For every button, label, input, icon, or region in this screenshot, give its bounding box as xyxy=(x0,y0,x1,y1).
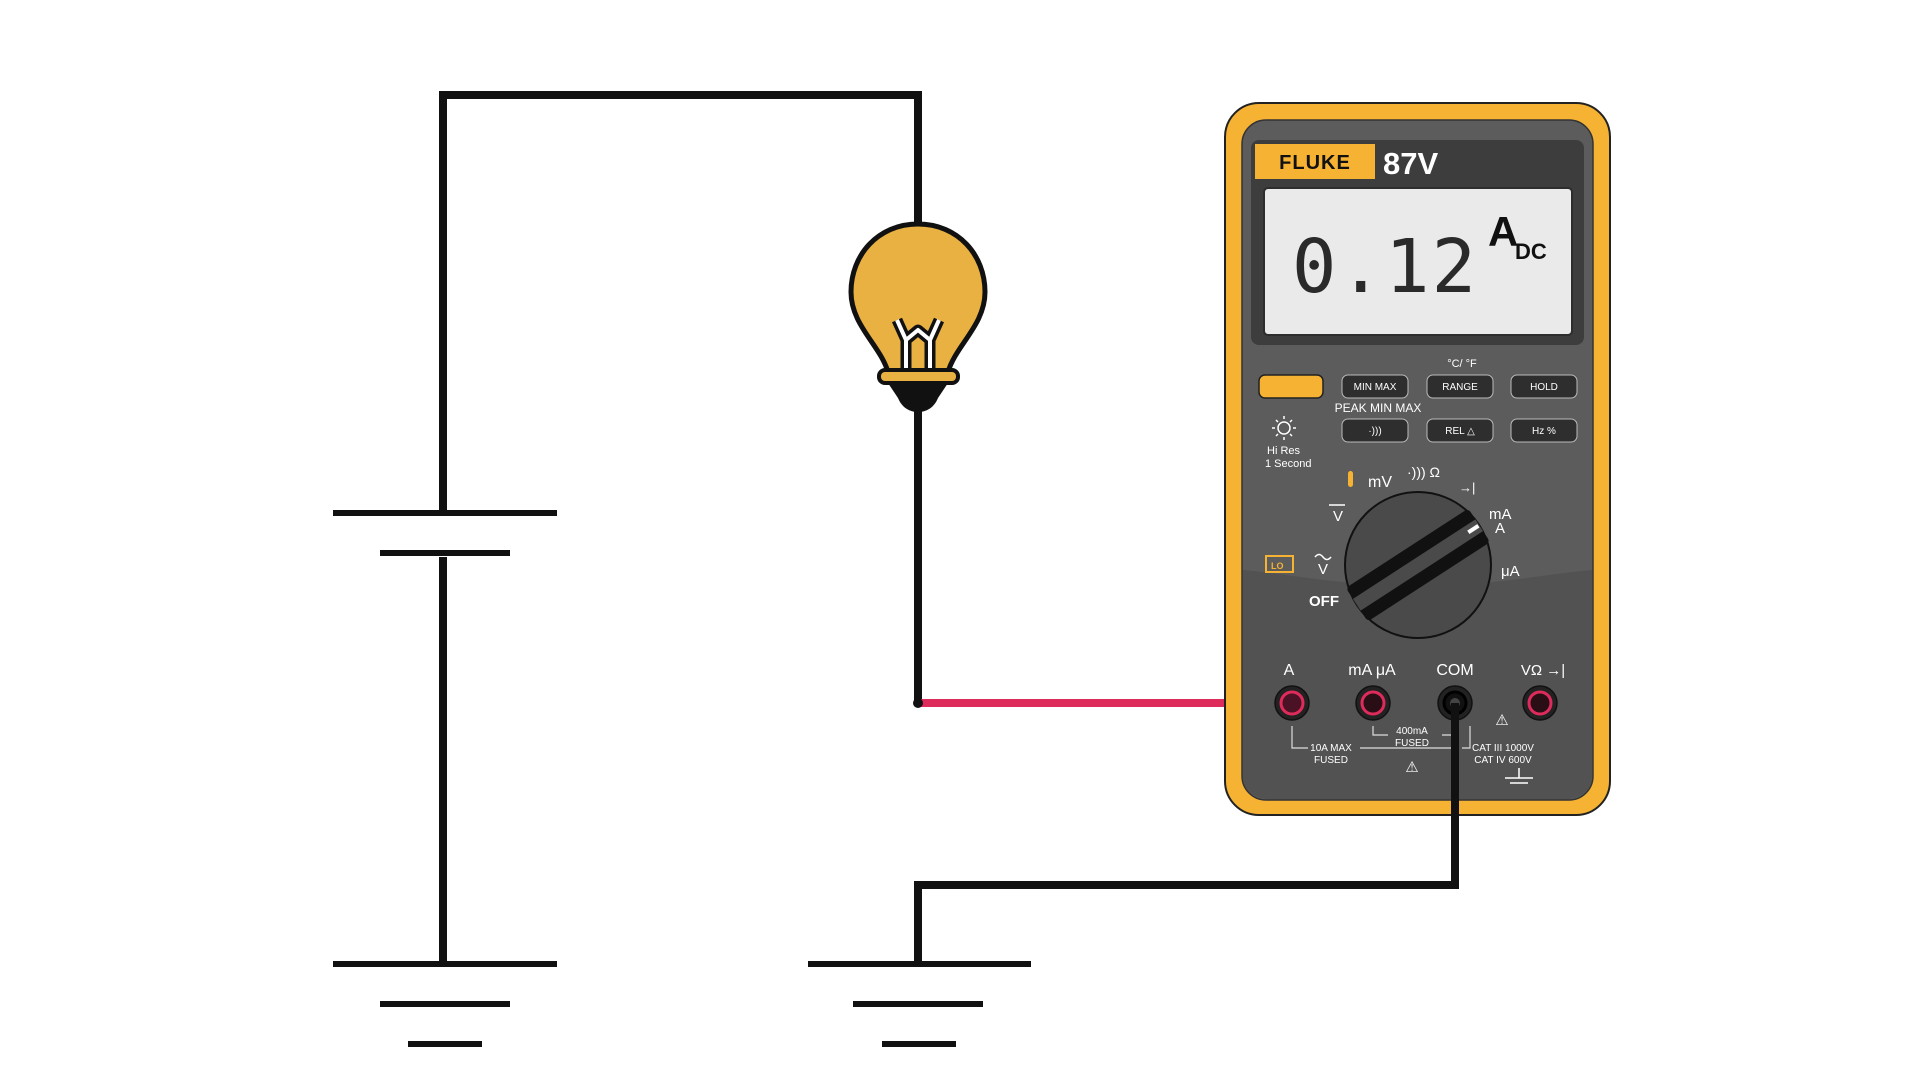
ground-symbol-right xyxy=(808,961,1031,1047)
rotary-dial[interactable] xyxy=(1344,491,1492,639)
meter-ground-icon xyxy=(1505,768,1533,784)
light-bulb-icon xyxy=(848,221,988,412)
battery-symbol xyxy=(333,510,557,556)
cat4-rating: CAT IV 600V xyxy=(1474,755,1532,766)
dial-off-label: OFF xyxy=(1309,593,1339,610)
hi-res-sub-label: 1 Second xyxy=(1265,458,1311,470)
peak-min-max-label: PEAK MIN MAX xyxy=(1335,401,1422,415)
jack-v-ohm[interactable] xyxy=(1522,685,1558,721)
ac-wave-icon xyxy=(1314,553,1332,561)
rel-button[interactable]: REL △ xyxy=(1426,418,1494,443)
jack-ma-label: mA μA xyxy=(1348,662,1396,679)
min-max-button[interactable]: MIN MAX xyxy=(1341,374,1409,399)
multimeter: FLUKE 87V 0.12 A DC °C/ °F PEAK MIN MAX … xyxy=(1224,102,1611,816)
continuity-button[interactable]: ·))) xyxy=(1341,418,1409,443)
a-fused-rating: FUSED xyxy=(1314,755,1348,766)
model-number: 87V xyxy=(1383,146,1438,181)
jack-vohm-label: VΩ →| xyxy=(1521,662,1565,679)
range-label: RANGE xyxy=(1442,382,1478,393)
meter-lower-panel xyxy=(1243,570,1592,799)
ground-symbol-left xyxy=(333,961,557,1047)
backlight-button[interactable] xyxy=(1258,374,1324,399)
lo-badge xyxy=(1265,555,1294,573)
hold-label: HOLD xyxy=(1530,382,1558,393)
brand-badge xyxy=(1255,144,1375,179)
hi-res-icon xyxy=(1272,416,1296,440)
a-max-rating: 10A MAX xyxy=(1310,743,1352,754)
rel-label: REL △ xyxy=(1445,426,1475,437)
lcd-unit-sub: DC xyxy=(1515,239,1547,264)
lcd-unit: A xyxy=(1488,208,1518,255)
dial-mv-label: mV xyxy=(1368,474,1392,491)
dial-vdc-label: V xyxy=(1333,508,1343,525)
ma-max-rating: 400mA xyxy=(1396,726,1428,737)
lo-label: LO xyxy=(1271,561,1284,571)
thermometer-icon xyxy=(1348,471,1353,487)
red-lead-end xyxy=(913,698,923,708)
dial-vac-label: V xyxy=(1318,561,1328,578)
ma-fused-rating: FUSED xyxy=(1395,738,1429,749)
lcd-screen xyxy=(1263,187,1573,336)
hi-res-label: Hi Res xyxy=(1267,445,1301,457)
lcd-reading: 0.12 xyxy=(1292,224,1478,310)
dial-ohm-label: ·))) Ω xyxy=(1407,464,1440,480)
continuity-label: ·))) xyxy=(1368,426,1381,437)
warning-icon-fuse: ⚠ xyxy=(1405,759,1418,776)
jack-a-label: A xyxy=(1284,662,1295,679)
temp-label: °C/ °F xyxy=(1447,358,1477,370)
range-button[interactable]: RANGE xyxy=(1426,374,1494,399)
hz-button[interactable]: Hz % xyxy=(1510,418,1578,443)
brand-logo: FLUKE xyxy=(1279,152,1351,174)
min-max-label: MIN MAX xyxy=(1354,382,1397,393)
dial-a-label: A xyxy=(1495,520,1505,537)
jack-com-label: COM xyxy=(1436,662,1473,679)
hold-button[interactable]: HOLD xyxy=(1510,374,1578,399)
cat3-rating: CAT III 1000V xyxy=(1472,743,1534,754)
dial-diode-label: →| xyxy=(1459,480,1475,495)
hz-label: Hz % xyxy=(1532,426,1556,437)
dial-ma-label: mA xyxy=(1489,506,1512,523)
dial-ua-label: μA xyxy=(1501,563,1520,580)
jack-a[interactable] xyxy=(1274,685,1310,721)
wire-top-loop xyxy=(439,91,922,510)
jack-ma-ua[interactable] xyxy=(1355,685,1391,721)
warning-icon-cat: ⚠ xyxy=(1495,712,1508,729)
